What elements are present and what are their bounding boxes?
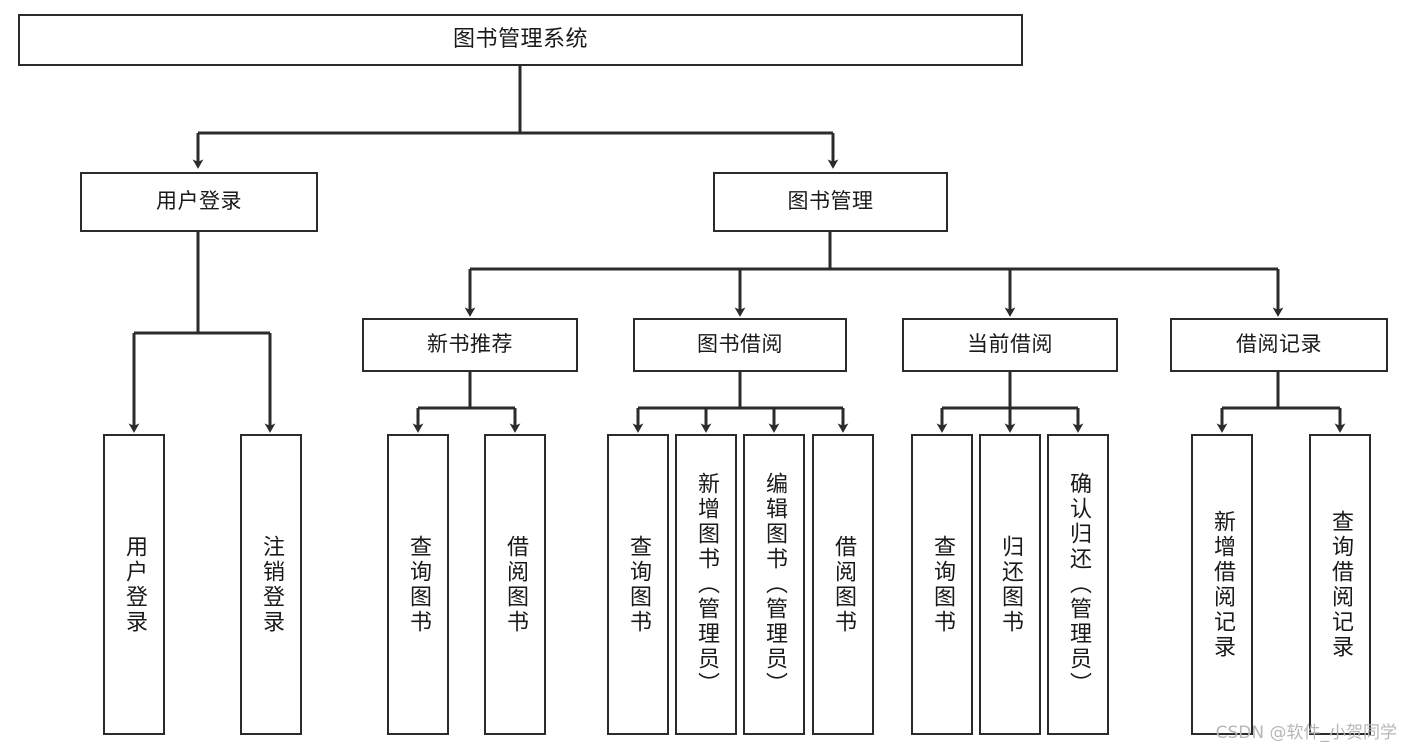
node-label: 新增图书（管理员） xyxy=(694,472,719,697)
node-label: 新增借阅记录 xyxy=(1210,509,1235,660)
node-label: 图书管理系统 xyxy=(452,26,588,52)
node-label: 注销登录 xyxy=(259,534,284,635)
node-leaf-add-borrow-record[interactable]: 新增借阅记录 xyxy=(1191,434,1253,735)
node-new-book-recommend[interactable]: 新书推荐 xyxy=(362,318,578,372)
node-label: 查询图书 xyxy=(930,534,955,635)
csdn-watermark: CSDN @软件_小贺同学 xyxy=(1215,723,1397,743)
node-current-borrow[interactable]: 当前借阅 xyxy=(902,318,1118,372)
node-root-system[interactable]: 图书管理系统 xyxy=(18,14,1023,66)
node-leaf-query-book-recommend[interactable]: 查询图书 xyxy=(387,434,449,735)
node-label: 编辑图书（管理员） xyxy=(762,472,787,697)
node-book-manage[interactable]: 图书管理 xyxy=(713,172,948,232)
node-label: 确认归还（管理员） xyxy=(1066,472,1091,697)
node-label: 借阅图书 xyxy=(831,534,856,635)
node-leaf-query-book-borrow[interactable]: 查询图书 xyxy=(607,434,669,735)
node-leaf-user-login[interactable]: 用户登录 xyxy=(103,434,165,735)
node-leaf-borrow-book[interactable]: 借阅图书 xyxy=(812,434,874,735)
node-label: 用户登录 xyxy=(156,189,242,214)
node-user-login[interactable]: 用户登录 xyxy=(80,172,318,232)
node-label: 图书管理 xyxy=(787,189,874,214)
node-leaf-add-book[interactable]: 新增图书（管理员） xyxy=(675,434,737,735)
node-label: 当前借阅 xyxy=(967,332,1053,357)
node-label: 查询图书 xyxy=(626,534,651,635)
node-label: 归还图书 xyxy=(998,534,1023,635)
node-leaf-confirm-return[interactable]: 确认归还（管理员） xyxy=(1047,434,1109,735)
node-book-borrow[interactable]: 图书借阅 xyxy=(633,318,847,372)
node-label: 图书借阅 xyxy=(697,332,783,357)
node-label: 查询图书 xyxy=(406,534,431,635)
node-label: 新书推荐 xyxy=(427,332,513,357)
node-leaf-query-borrow-record[interactable]: 查询借阅记录 xyxy=(1309,434,1371,735)
node-borrow-record[interactable]: 借阅记录 xyxy=(1170,318,1388,372)
node-leaf-edit-book[interactable]: 编辑图书（管理员） xyxy=(743,434,805,735)
node-leaf-logout-login[interactable]: 注销登录 xyxy=(240,434,302,735)
node-label: 借阅图书 xyxy=(503,534,528,635)
node-label: 借阅记录 xyxy=(1236,332,1322,357)
node-label: 用户登录 xyxy=(122,534,147,635)
node-leaf-borrow-book-recommend[interactable]: 借阅图书 xyxy=(484,434,546,735)
node-leaf-query-book-current[interactable]: 查询图书 xyxy=(911,434,973,735)
node-leaf-return-book[interactable]: 归还图书 xyxy=(979,434,1041,735)
node-label: 查询借阅记录 xyxy=(1328,509,1353,660)
